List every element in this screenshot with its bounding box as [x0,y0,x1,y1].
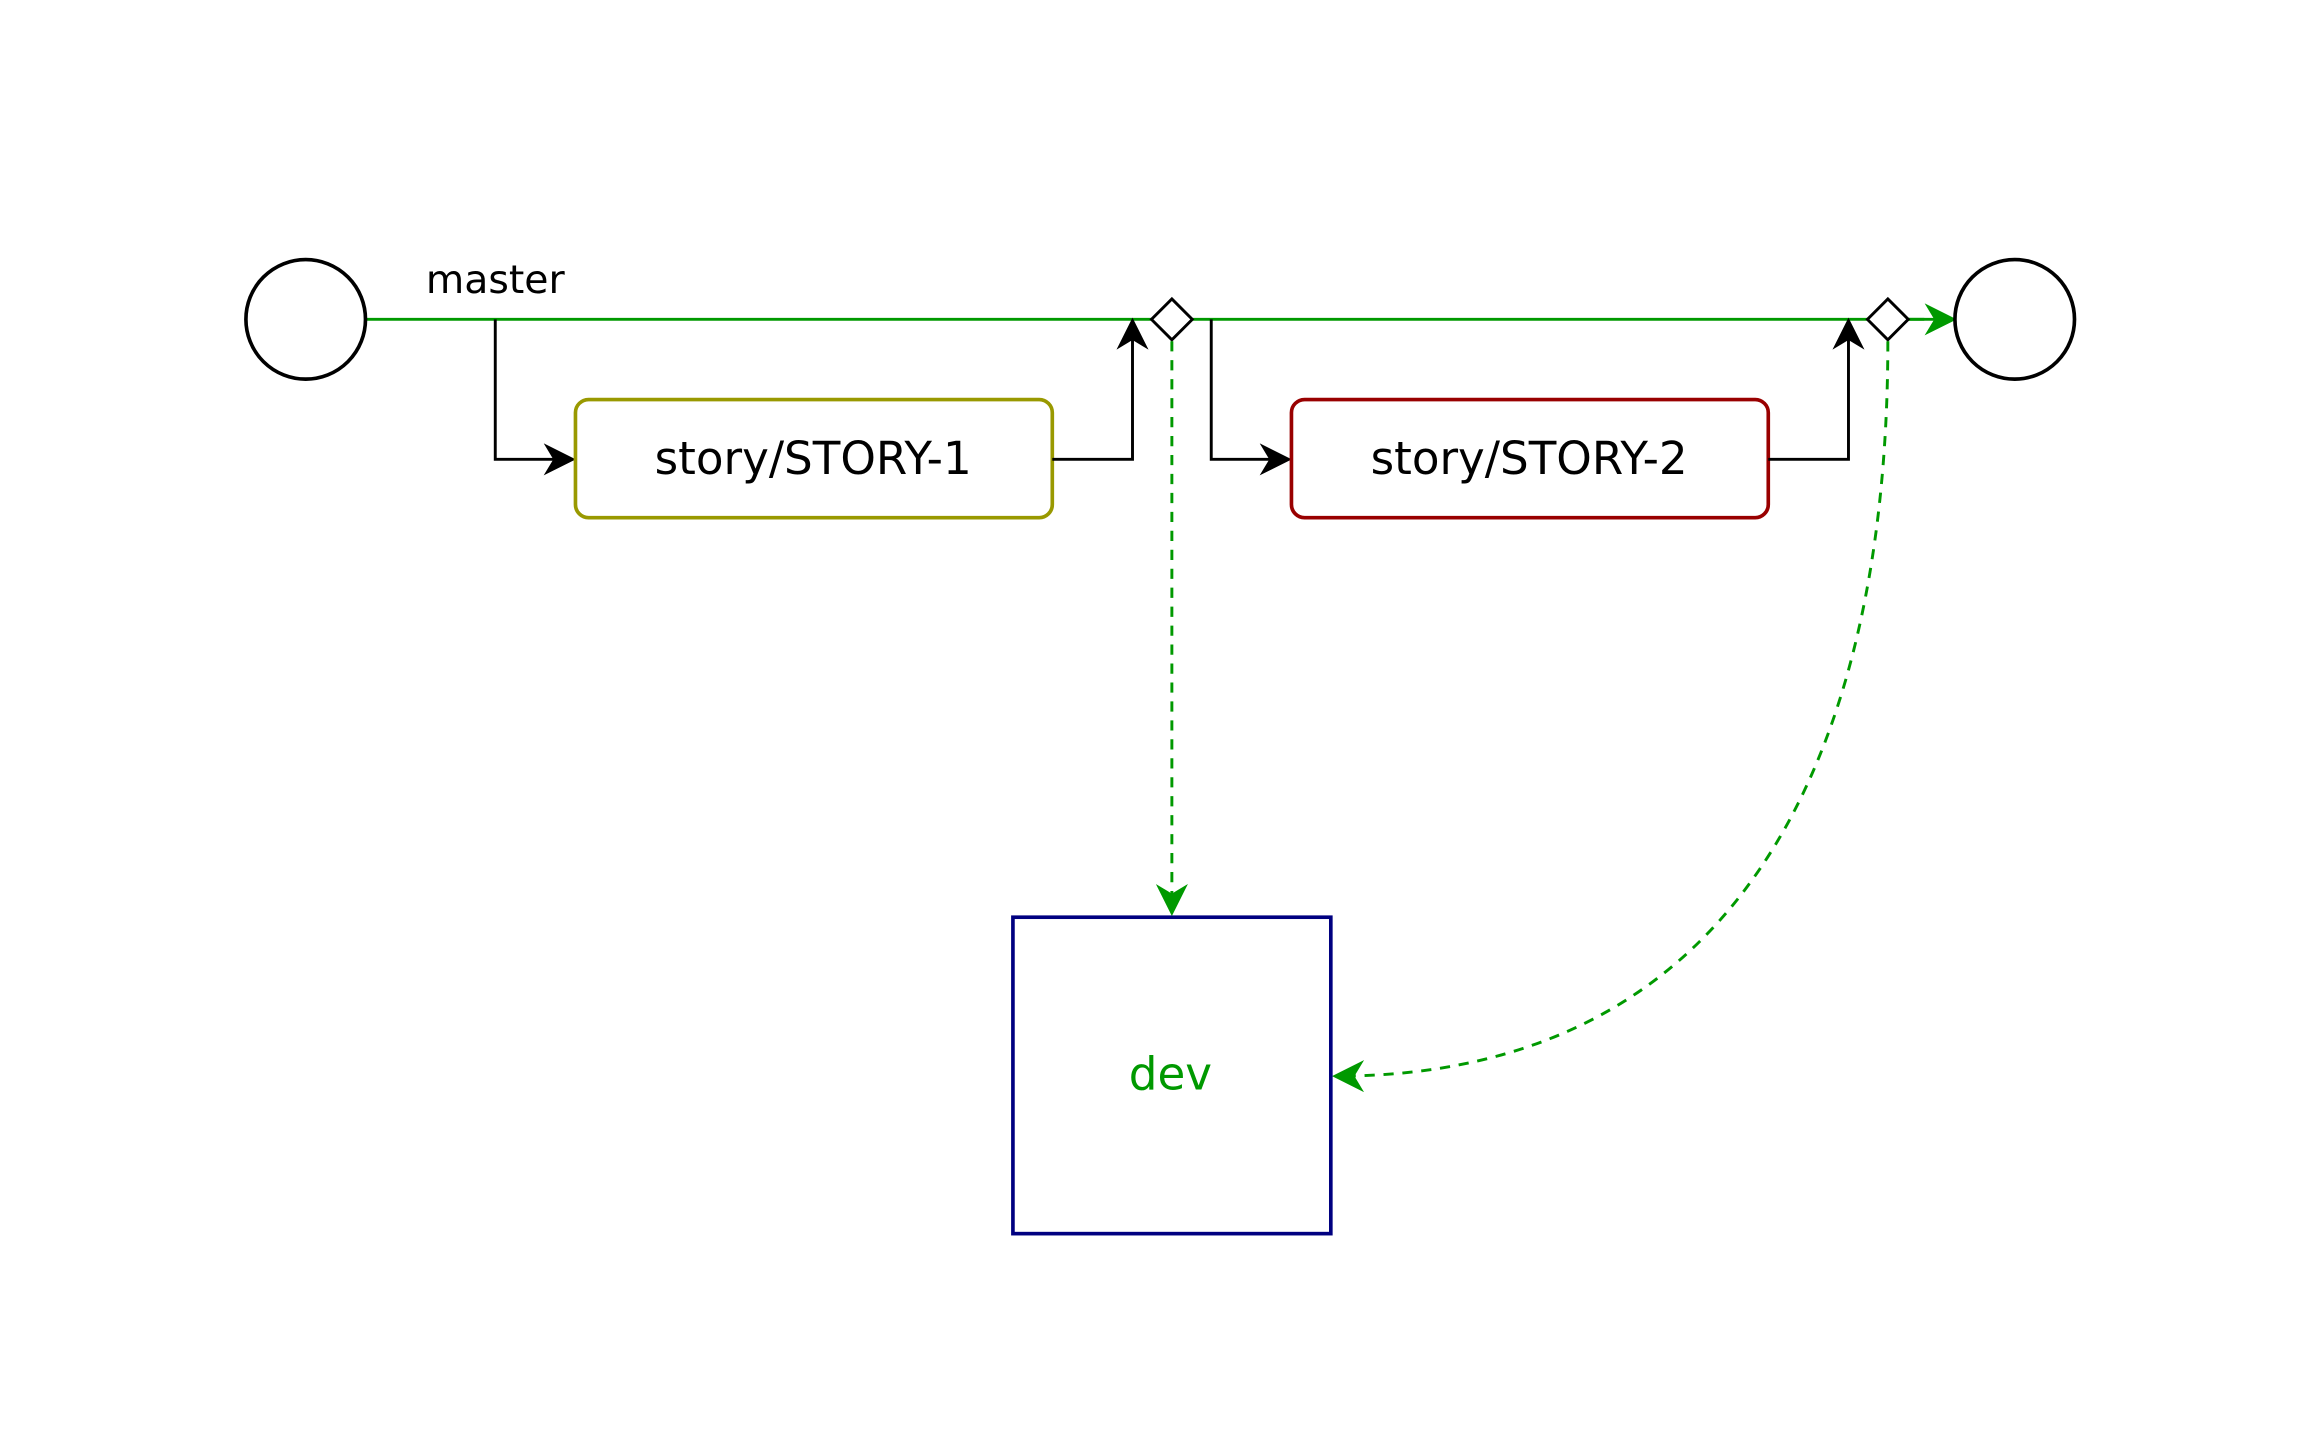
merge-gateway-1-diamond-icon [1149,296,1195,342]
dev-branch-box [1011,915,1333,1236]
dev-label: dev [1129,1047,1212,1100]
story1-merge-connector [1052,317,1149,461]
branch-to-story1-connector [493,319,576,476]
story2-merge-connector [1768,317,1865,461]
gateway2-to-dev-dashed-flow [1331,341,1890,1093]
end-event-circle [1953,257,2077,381]
master-branch-label: master [426,257,566,303]
merge-gateway-2-diamond-icon [1865,296,1911,342]
story2-label: story/STORY-2 [1371,432,1688,485]
story1-task-box [573,397,1055,520]
branch-to-story2-connector [1209,319,1292,476]
story1-label: story/STORY-1 [655,432,972,485]
start-event-circle [244,257,368,381]
